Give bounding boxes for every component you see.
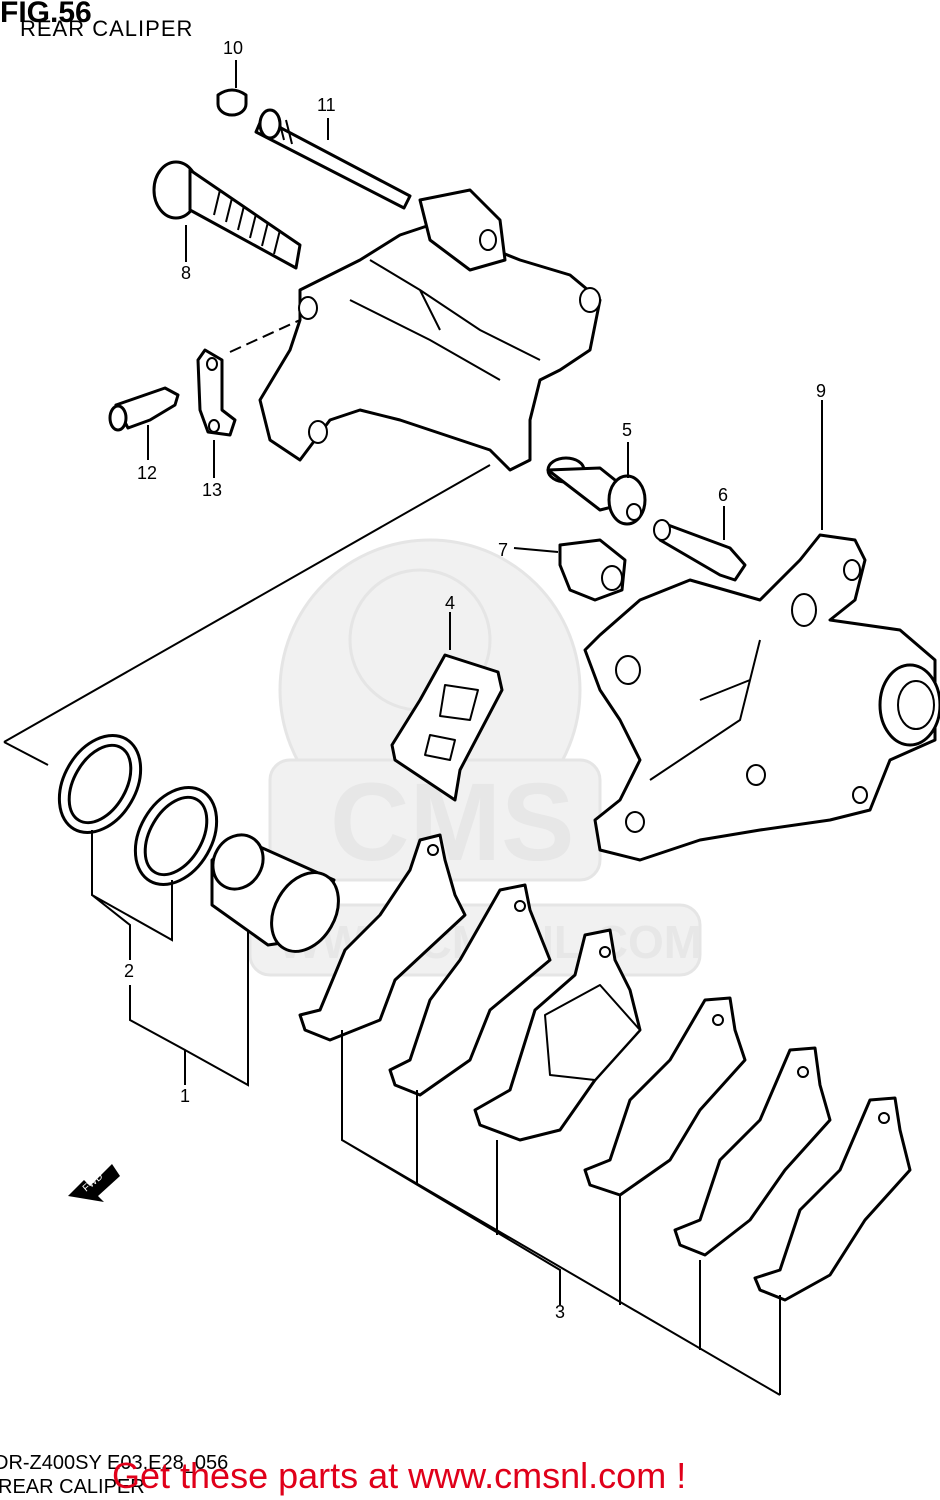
footer-name: REAR CALIPER [0, 1476, 145, 1498]
part-8-bolt [152, 160, 302, 270]
part-7-boot [558, 538, 627, 602]
callout-12: 12 [137, 463, 157, 483]
part-5-sleeve [546, 456, 647, 526]
figure-subtitle: REAR CALIPER [20, 16, 194, 41]
part-1-piston [210, 833, 340, 953]
footer-model-code: DR-Z400SY E03,E28_056 [0, 1452, 229, 1474]
callout-9: 9 [816, 381, 826, 401]
part-6-pin [653, 519, 747, 582]
part-12-bleeder [108, 386, 180, 432]
callout-6: 6 [718, 485, 728, 505]
part-4-spring [390, 653, 504, 802]
callout-labels: 10 11 8 12 13 5 6 7 4 9 2 1 3 [124, 38, 826, 1322]
part-13-plate [196, 348, 237, 437]
callout-10: 10 [223, 38, 243, 58]
callout-11: 11 [317, 95, 336, 115]
part-3-pads [298, 833, 912, 1302]
leader-lines [91, 60, 823, 1396]
callout-4: 4 [445, 593, 455, 613]
callout-8: 8 [181, 263, 191, 283]
callout-7: 7 [498, 540, 508, 560]
part-2-seals [57, 734, 219, 886]
figure-title: FIG.56 [0, 0, 92, 29]
part-11-pin [254, 108, 412, 210]
part-9-caliper-body [583, 533, 940, 862]
caliper-holder [258, 188, 602, 472]
fwd-direction-arrow: FWD [68, 1164, 120, 1202]
callout-3: 3 [555, 1302, 565, 1322]
callout-5: 5 [622, 420, 632, 440]
promo-link[interactable]: Get these parts at www.cmsnl.com ! [112, 1455, 687, 1496]
callout-1: 1 [180, 1086, 190, 1106]
callout-13: 13 [202, 480, 222, 500]
callout-2: 2 [124, 961, 134, 981]
part-10-cap [216, 88, 248, 117]
